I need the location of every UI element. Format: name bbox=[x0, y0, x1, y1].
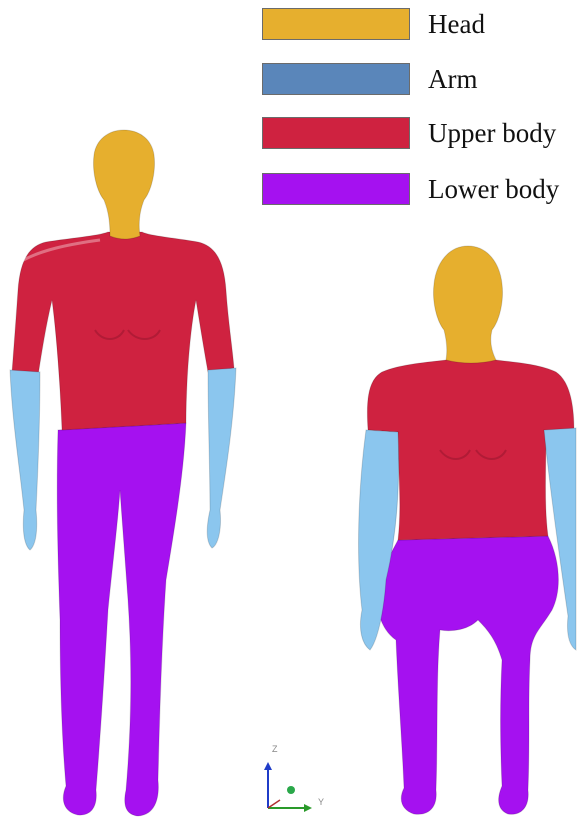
axis-origin-marker bbox=[287, 786, 295, 794]
standing-mannequin bbox=[10, 130, 236, 816]
standing-lower-body bbox=[57, 423, 186, 816]
seated-head bbox=[433, 246, 502, 363]
axis-triad: Z Y bbox=[264, 744, 324, 812]
seated-lower-body bbox=[377, 536, 558, 814]
standing-arm-left bbox=[10, 370, 40, 550]
standing-arm-right bbox=[207, 368, 236, 548]
axis-label-z: Z bbox=[272, 744, 278, 754]
seated-mannequin bbox=[359, 246, 576, 814]
standing-head bbox=[93, 130, 154, 239]
axis-label-y: Y bbox=[318, 797, 324, 807]
